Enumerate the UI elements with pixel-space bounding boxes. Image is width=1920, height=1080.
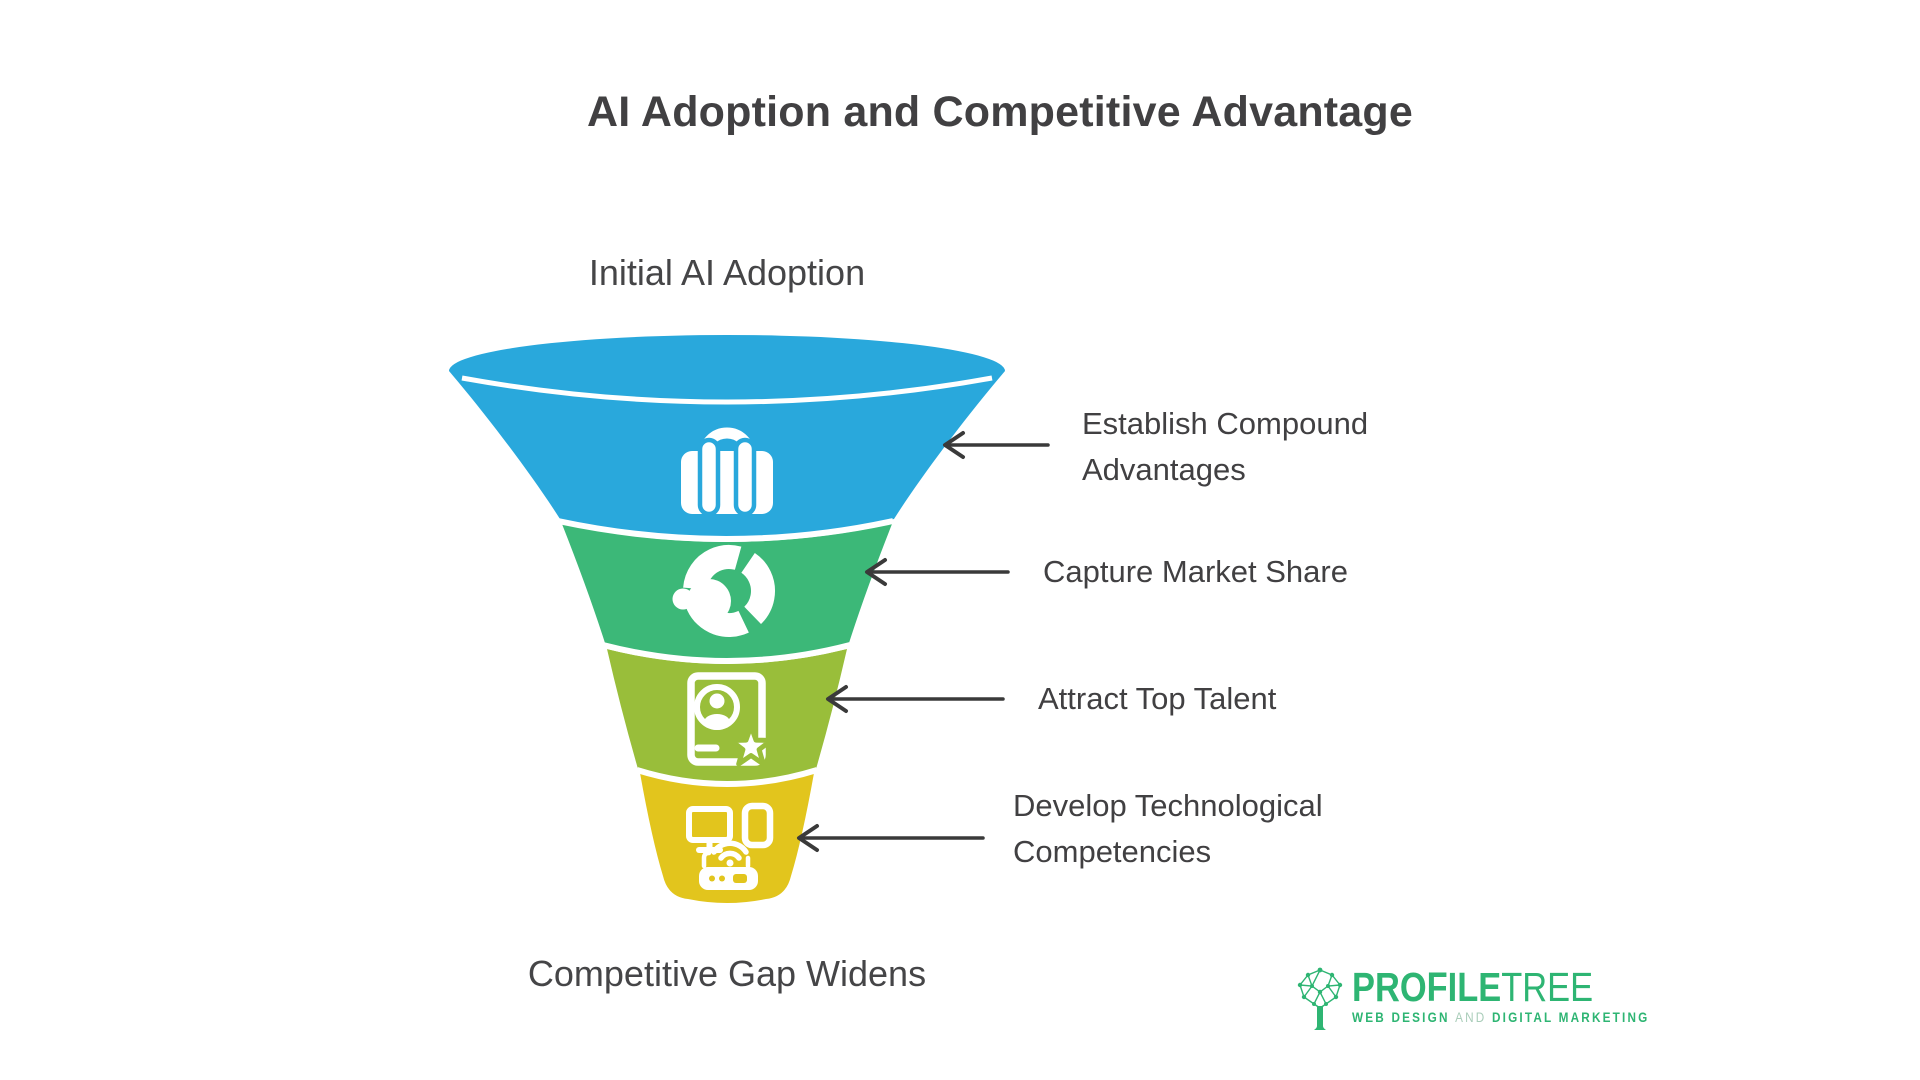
- callout-line: Establish Compound: [1082, 406, 1369, 441]
- callout-attract-top-talent: Attract Top Talent: [1038, 676, 1276, 722]
- funnel-top-label: Initial AI Adoption: [588, 252, 866, 293]
- profiletree-tagline: WEB DESIGN AND DIGITAL MARKETING: [1352, 1009, 1650, 1025]
- funnel-stage-initial-adoption: [449, 335, 1005, 537]
- stage-separators: [557, 518, 894, 787]
- arrow-capture-market-share: [865, 558, 1010, 586]
- callout-arrows: [797, 431, 1050, 852]
- callout-develop-technological-competencies: Develop Technological Competencies: [1013, 783, 1323, 875]
- arrow-attract-top-talent: [826, 685, 1005, 713]
- callout-line: Advantages: [1082, 452, 1246, 487]
- tagline-web-design: WEB DESIGN: [1352, 1009, 1450, 1025]
- profiletree-logo: PROFILETREE WEB DESIGN AND DIGITAL MARKE…: [1290, 962, 1647, 1037]
- callout-establish-compound-advantages: Establish Compound Advantages: [1082, 401, 1368, 493]
- funnel-stage-3-shape: [607, 649, 847, 782]
- funnel-stage-technology: [640, 773, 814, 903]
- market-share-donut-icon: [672, 545, 775, 637]
- funnel-stage-market-share: [562, 524, 892, 659]
- funnel-rim-arc: [461, 375, 993, 405]
- funnel-bottom-label: Competitive Gap Widens: [527, 953, 927, 994]
- tagline-and: AND: [1455, 1009, 1487, 1025]
- callout-line: Competencies: [1013, 834, 1212, 869]
- profiletree-brand-line: PROFILETREE: [1352, 967, 1650, 1008]
- technology-devices-icon: [686, 802, 774, 890]
- arrow-establish-compound-advantages: [943, 431, 1050, 459]
- tagline-digital-marketing: DIGITAL MARKETING: [1491, 1009, 1650, 1025]
- funnel-stage-talent: [607, 649, 847, 782]
- star-glyph: [728, 723, 774, 767]
- profiletree-logo-icon: [1297, 967, 1343, 1030]
- profiletree-logo-text: PROFILETREE WEB DESIGN AND DIGITAL MARKE…: [1352, 967, 1650, 1026]
- brand-profile: PROFILE: [1352, 964, 1502, 1010]
- page-title: AI Adoption and Competitive Advantage: [586, 88, 1414, 136]
- talent-badge-star-icon: [687, 672, 774, 767]
- callout-capture-market-share: Capture Market Share: [1043, 549, 1348, 595]
- callout-line: Attract Top Talent: [1038, 681, 1277, 716]
- callout-line: Capture Market Share: [1043, 554, 1348, 589]
- arrow-develop-technological-competencies: [797, 824, 985, 852]
- briefcase-icon: [681, 427, 773, 517]
- brand-tree: TREE: [1501, 964, 1594, 1010]
- callout-line: Develop Technological: [1013, 788, 1323, 823]
